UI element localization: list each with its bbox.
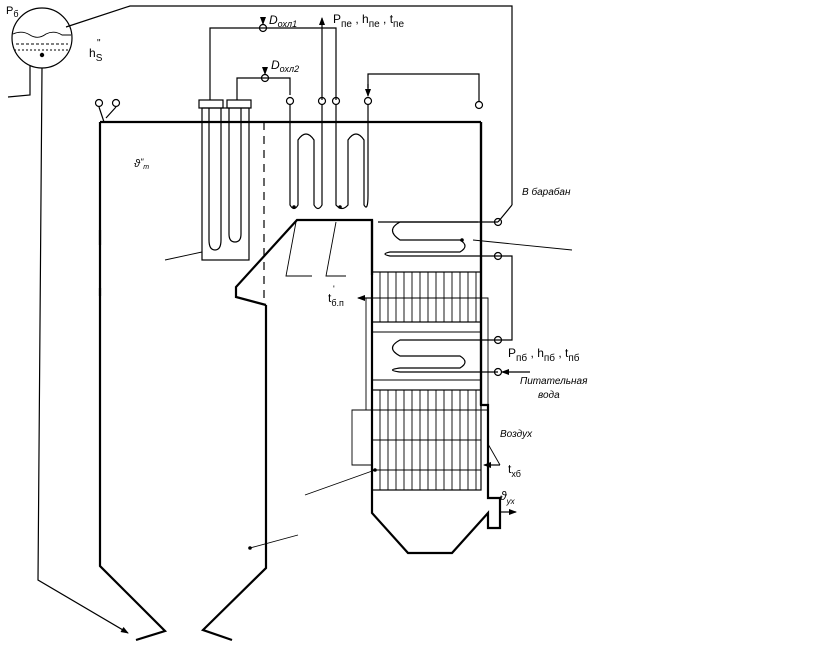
feedwater-label-1: Питательная <box>520 376 588 387</box>
screen-superheater <box>164 99 252 261</box>
drum-pressure-label: Pб <box>6 5 19 19</box>
drum-enthalpy-label: hS <box>89 46 103 64</box>
desuperheater-piping <box>209 17 484 110</box>
flue-gas-temp-label: ϑух <box>500 489 516 506</box>
feedwater-params-label: Pпб , hпб , tпб <box>508 346 580 364</box>
furnace-exit-temp-label: ϑ"т <box>134 157 149 171</box>
convective-shaft <box>248 122 573 555</box>
furnace-top-nozzles <box>94 98 121 123</box>
air-temp-mark: ' <box>333 284 335 294</box>
steam-out-label: Pпе , hпе , tпе <box>333 12 404 30</box>
drum <box>7 5 513 634</box>
air-label: Воздух <box>500 429 533 440</box>
cold-air-temp-label: tхб <box>508 462 521 479</box>
air-temp-label: tб.п <box>328 291 344 308</box>
desuperheater-2-label: Dохл2 <box>271 58 299 74</box>
convective-superheater <box>285 105 369 277</box>
desuperheater-1-label: Dохл1 <box>269 13 297 29</box>
drum-enthalpy-mark: " <box>97 38 101 49</box>
to-drum-label: В барабан <box>522 186 571 198</box>
feedwater-label-2: вода <box>538 390 560 401</box>
